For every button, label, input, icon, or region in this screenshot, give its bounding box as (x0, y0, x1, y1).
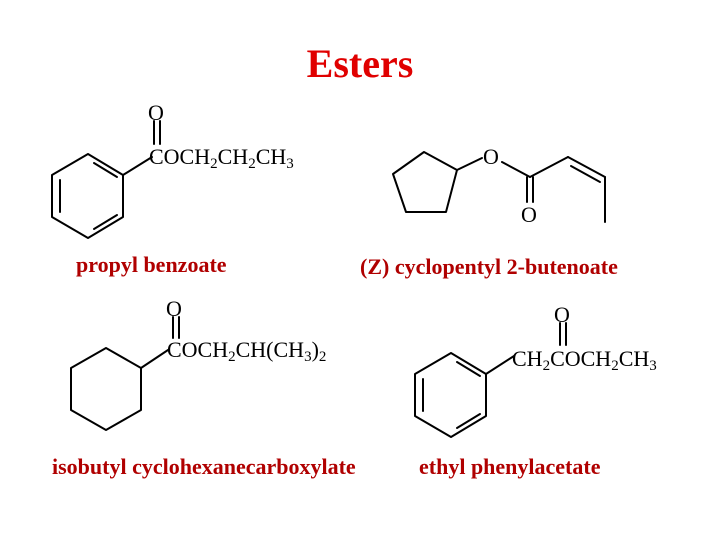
ring-double-bond (93, 162, 118, 178)
ester-formula: CH2COCH2CH3 (512, 346, 657, 374)
carbonyl-oxygen: O (554, 302, 570, 327)
isobutyl-cyclohexanecarboxylate-structure: O COCH2CH(CH3)2 (70, 296, 326, 431)
propyl-benzoate-structure: O COCH2CH2CH3 (51, 100, 294, 239)
compound-name-ethyl-phenylacetate: ethyl phenylacetate (419, 454, 601, 479)
cis-double-bond (567, 156, 606, 178)
cyclopentane-ring (392, 151, 458, 213)
cis-double-bond (570, 165, 601, 183)
ester-formula: COCH2CH(CH3)2 (167, 337, 326, 365)
compound-name-isobutyl-cyclohexanecarboxylate: isobutyl cyclohexanecarboxylate (52, 454, 356, 479)
compound-name-cyclopentyl-butenoate: (Z) cyclopentyl 2-butenoate (360, 254, 618, 279)
cyclohexane-ring (70, 347, 142, 431)
ring-double-bond (456, 413, 481, 429)
slide-title: Esters (306, 41, 414, 86)
cyclopentyl-butenoate-structure: O O (392, 144, 606, 227)
oxygen-carbonyl-bond (501, 161, 531, 178)
benzene-ring (414, 352, 487, 438)
aryl-carbonyl-bond (122, 156, 153, 176)
ring-double-bond (456, 361, 481, 377)
ring-oxygen-bond (456, 157, 483, 171)
benzene-ring (51, 153, 124, 239)
carbonyl-oxygen: O (148, 100, 164, 125)
alpha-carbon-bond (529, 156, 569, 178)
ester-oxygen: O (483, 144, 499, 169)
aryl-methylene-bond (485, 355, 515, 375)
carbonyl-oxygen: O (166, 296, 182, 321)
carbonyl-oxygen: O (521, 202, 537, 227)
ring-double-bond (93, 214, 118, 230)
compound-name-propyl-benzoate: propyl benzoate (76, 252, 227, 277)
ring-carbonyl-bond (140, 349, 169, 369)
ethyl-phenylacetate-structure: O CH2COCH2CH3 (414, 302, 657, 438)
ester-formula: COCH2CH2CH3 (149, 144, 294, 172)
